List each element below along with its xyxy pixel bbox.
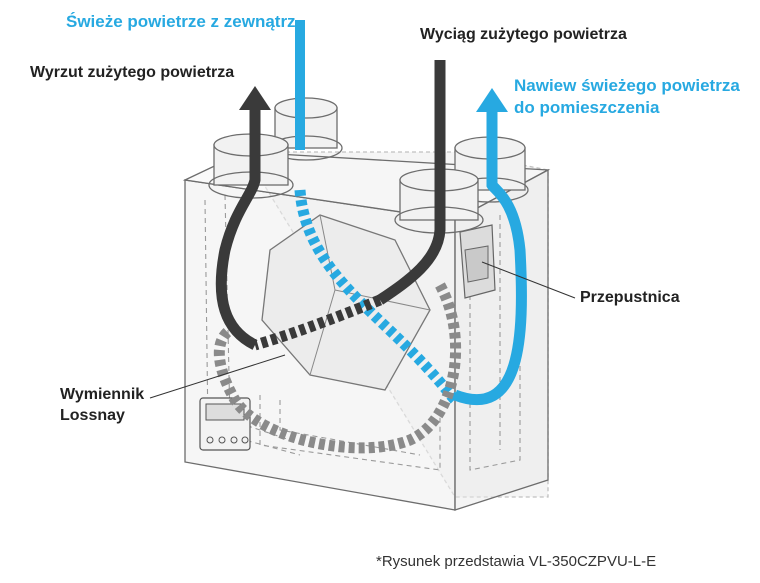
footnote: *Rysunek przedstawia VL-350CZPVU-L-E: [376, 553, 657, 570]
supply-air-line: [453, 110, 527, 406]
label-exhaust-extraction: Wyciąg zużytego powietrza: [420, 26, 627, 43]
label-exhaust-discharge: Wyrzut zużytego powietrza: [30, 64, 235, 81]
supply-air-arrow: [476, 88, 508, 112]
damper-leader: [481, 261, 576, 299]
label-exchanger-line1: Wymiennik: [60, 386, 145, 403]
label-supply-line2: do pomieszczenia: [514, 98, 660, 117]
label-damper: Przepustnica: [580, 289, 680, 306]
leader-lines: [149, 261, 576, 399]
fresh-air-through-core: [294, 189, 460, 404]
exchanger-leader: [149, 354, 286, 399]
damper: [459, 224, 496, 299]
label-exchanger-line2: Lossnay: [60, 407, 125, 424]
exhaust-bottom-loop: [213, 282, 462, 454]
label-fresh-air-outside: Świeże powietrze z zewnątrz: [66, 12, 296, 31]
lossnay-core: [261, 214, 431, 391]
extract-air-through-core: [253, 294, 383, 351]
label-supply-line1: Nawiew świeżego powietrza: [514, 76, 740, 95]
exhaust-discharge-arrow: [239, 86, 271, 110]
extract-air-inflow-line: [376, 60, 446, 305]
exhaust-discharge-line: [215, 108, 261, 350]
airflow-paths: [213, 20, 527, 454]
